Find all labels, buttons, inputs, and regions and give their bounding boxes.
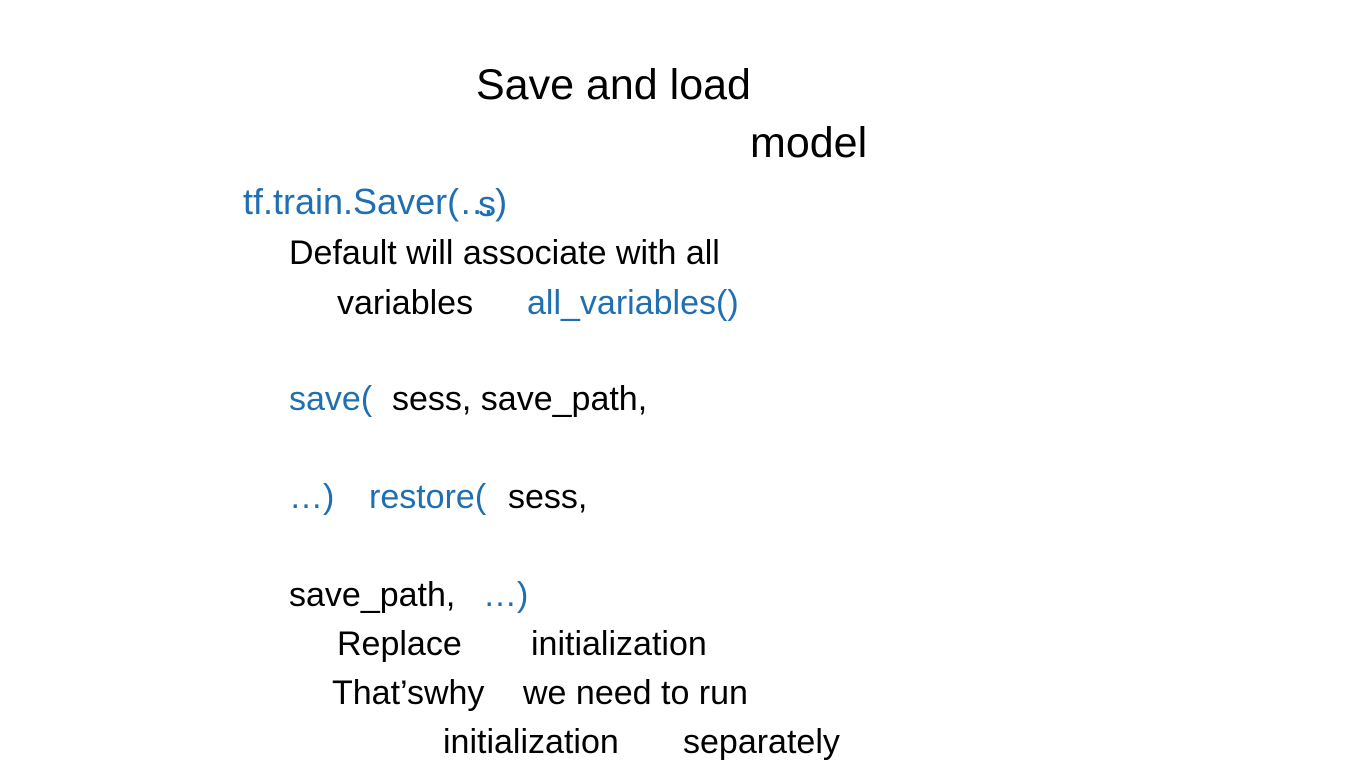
variables-word: variables <box>337 284 474 322</box>
slide-title-line-2: model <box>750 119 868 167</box>
default-associate-text: Default will associate with all <box>289 234 720 272</box>
replace-word: Replace <box>337 625 462 663</box>
restore-save-path-arg: save_path, <box>289 576 456 614</box>
saver-overlap-s: s <box>478 183 496 224</box>
we-need-to-run-text: we need to run <box>523 674 748 712</box>
slide-title-line-1: Save and load <box>476 61 751 109</box>
all-variables-func: all_variables() <box>527 284 739 322</box>
initialization-word: initialization <box>531 625 707 663</box>
initialization-word-2: initialization <box>443 723 619 761</box>
separately-word: separately <box>683 723 840 761</box>
save-func-args: sess, save_path, <box>392 380 648 418</box>
restore-ellipsis-close: …) <box>483 576 529 614</box>
thats-why-word: That’swhy <box>332 674 485 712</box>
save-func-name: save( <box>289 380 373 418</box>
save-ellipsis-close: …) <box>289 478 335 516</box>
restore-func-name: restore( <box>369 478 487 516</box>
restore-func-args: sess, <box>508 478 588 516</box>
saver-constructor: tf.train.Saver(…) <box>243 181 508 222</box>
